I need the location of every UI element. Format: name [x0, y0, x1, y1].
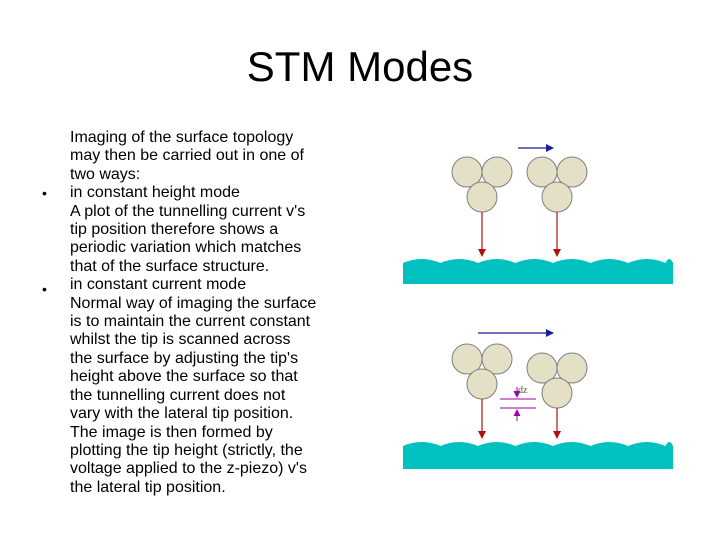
body-line: whilst the tip is scanned across [70, 331, 291, 349]
sample-surface [403, 259, 673, 284]
body-line: The image is then formed by [70, 423, 273, 441]
body-line: Imaging of the surface topology [70, 129, 294, 146]
tip-atoms-left [451, 156, 513, 213]
body-line: two ways: [70, 165, 141, 183]
bullet-text-constant-height: in constant height mode [70, 184, 240, 202]
body-line: Normal way of imaging the surface [70, 294, 317, 312]
constant-current-panel: dz [403, 329, 673, 469]
body-line: is to maintain the current constant [70, 313, 311, 331]
slide-body: Imaging of the surface topology may then… [70, 129, 370, 497]
body-line: the tunnelling current does not [70, 386, 286, 404]
sample-surface [403, 442, 673, 469]
stm-modes-diagram: dz [403, 144, 673, 469]
body-line: the surface by adjusting the tip's [70, 349, 299, 367]
tip-atoms-right [526, 156, 588, 213]
dz-height-marker: dz [500, 385, 536, 421]
bullet-text-constant-current: in constant current mode [70, 276, 247, 294]
body-line: periodic variation which matches [70, 239, 302, 257]
slide-title: STM Modes [246, 43, 474, 90]
body-line: vary with the lateral tip position. [70, 405, 294, 423]
body-line: plotting the tip height (strictly, the [70, 441, 303, 459]
dz-label: dz [518, 385, 528, 396]
tip-atoms-right [526, 352, 588, 409]
bullet-constant-current: • [42, 281, 47, 297]
tip-atoms-left [451, 343, 513, 400]
constant-height-panel [403, 144, 673, 284]
bullet-constant-height: • [42, 185, 47, 201]
body-line: A plot of the tunnelling current v's [70, 202, 306, 220]
body-line: tip position therefore shows a [70, 221, 279, 239]
body-line: the lateral tip position. [70, 478, 226, 496]
body-line: that of the surface structure. [70, 257, 270, 275]
body-line: may then be carried out in one of [70, 147, 304, 165]
body-line: voltage applied to the z-piezo) v's [70, 460, 307, 478]
body-line: height above the surface so that [70, 368, 298, 386]
